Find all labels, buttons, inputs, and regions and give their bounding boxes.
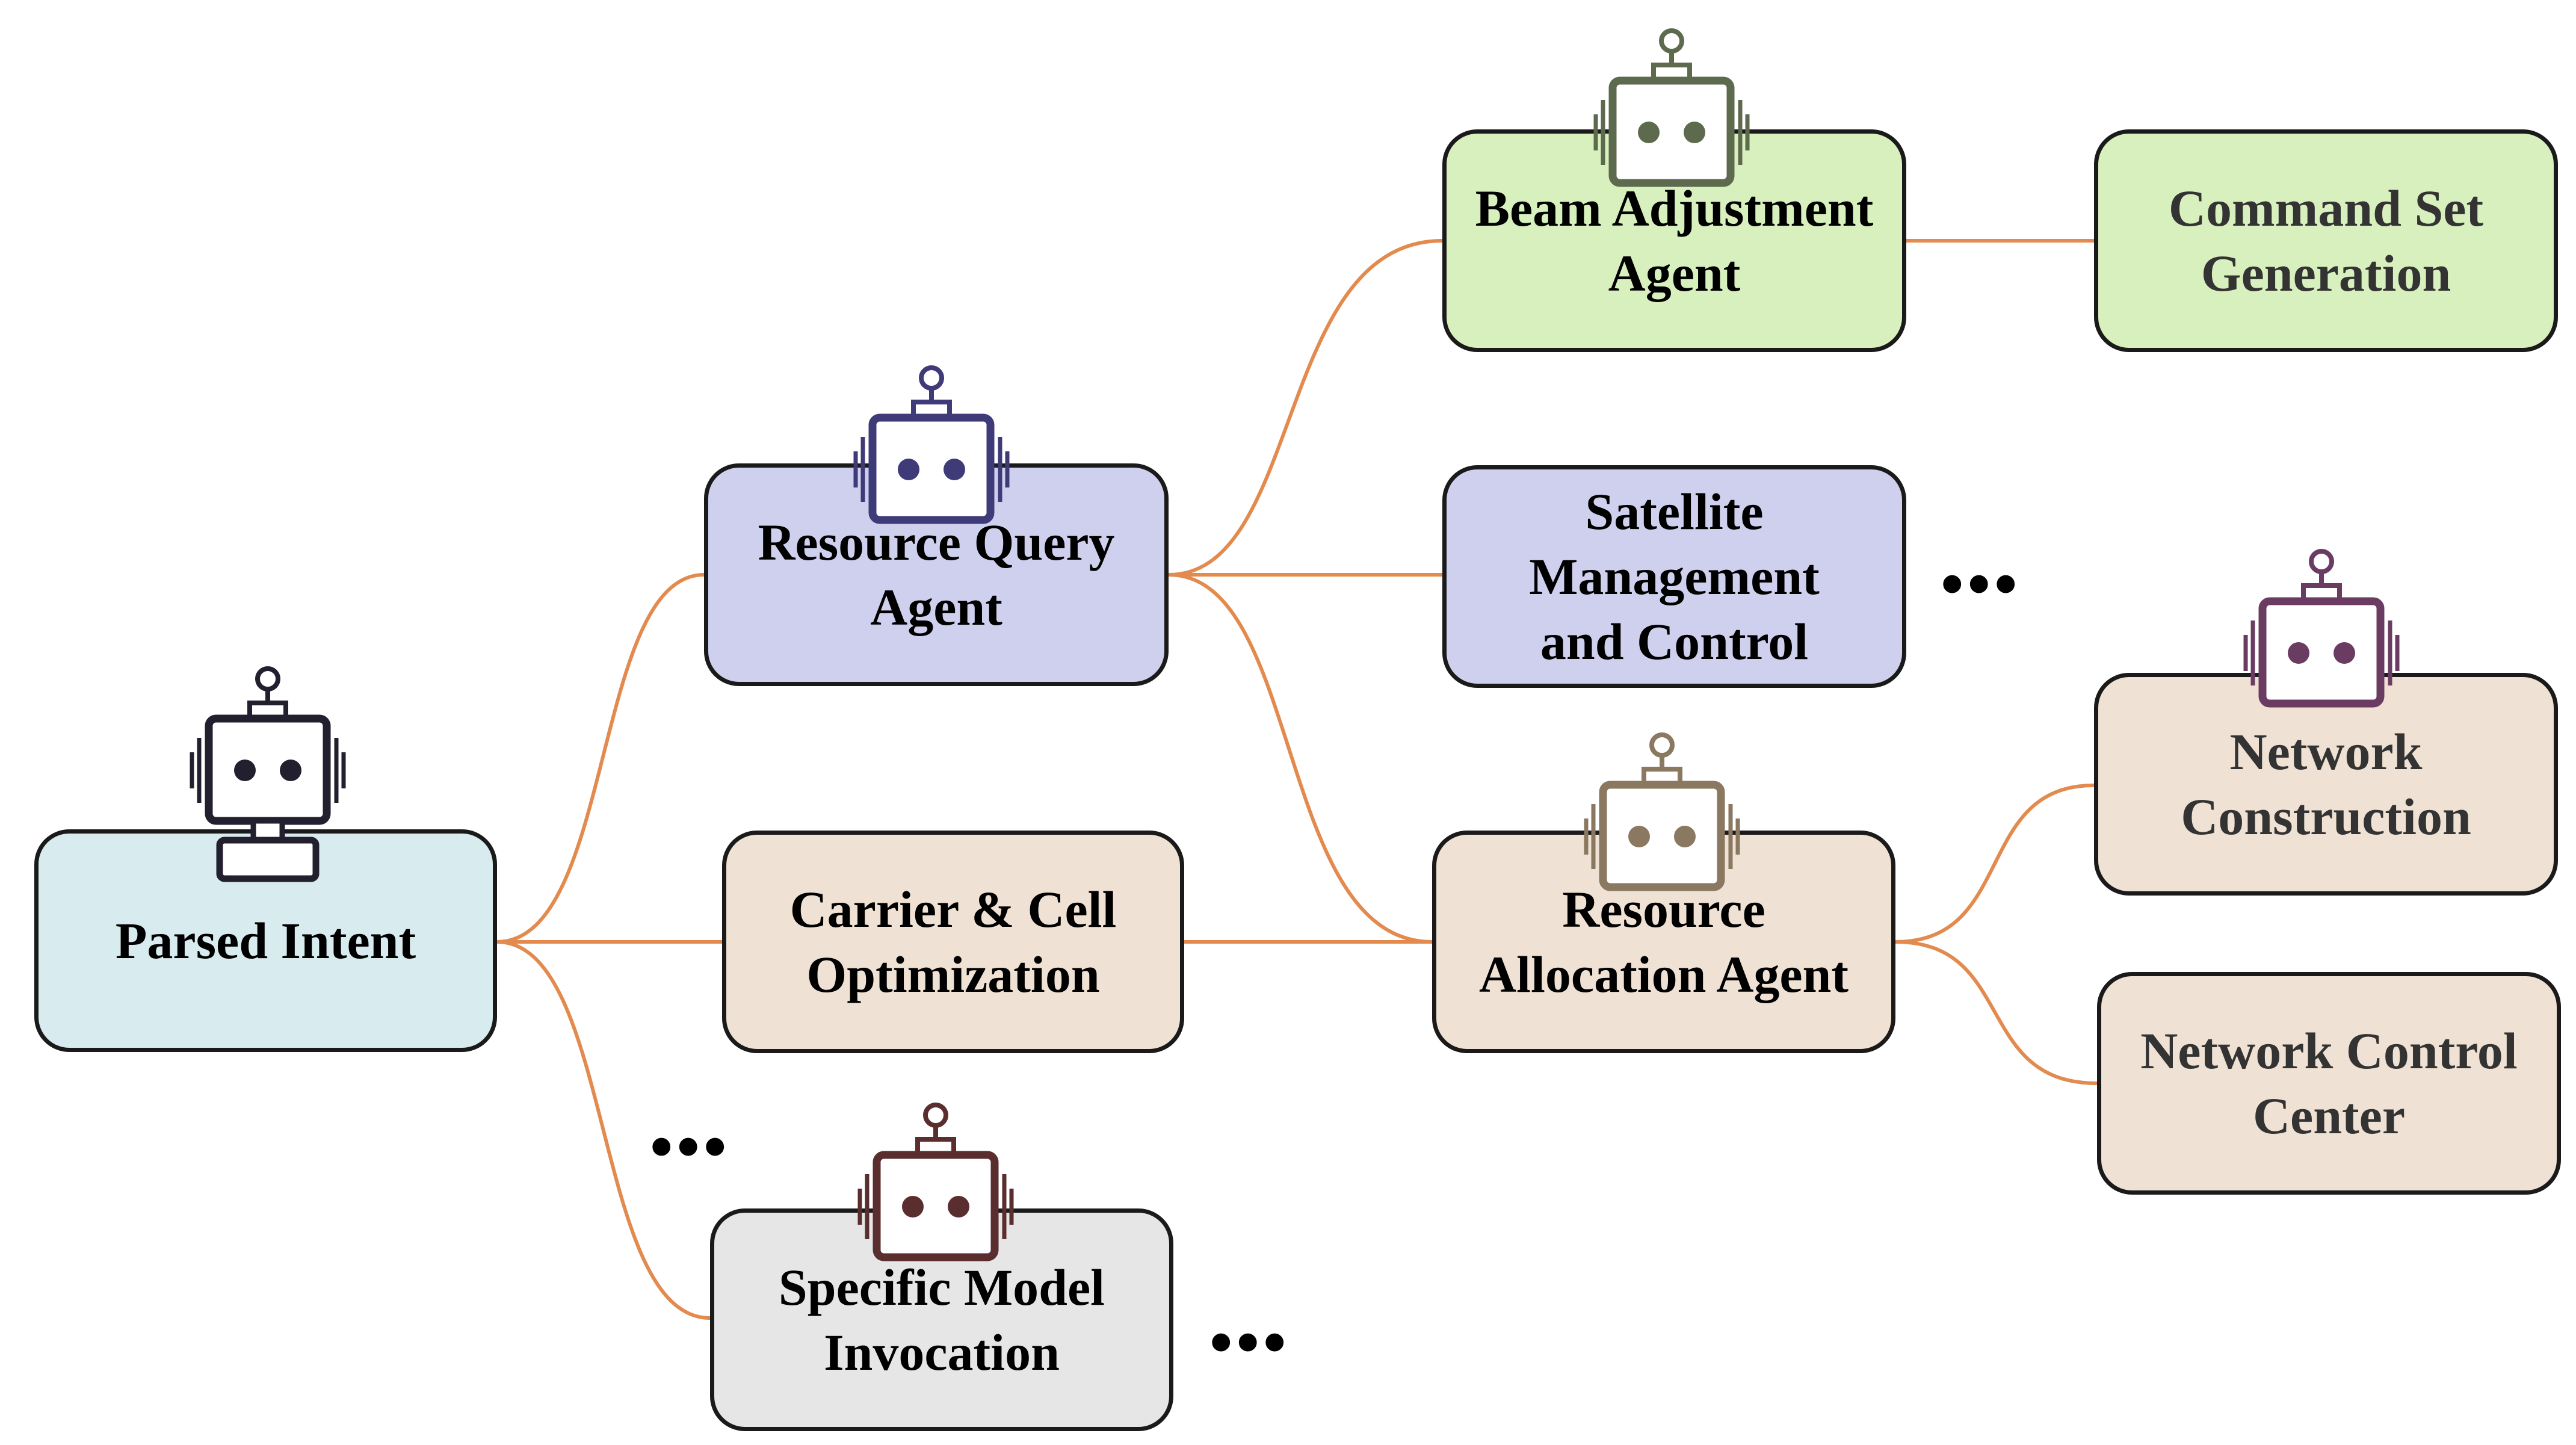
robot-icon <box>190 666 346 882</box>
network-construction-label: Network Construction <box>2181 723 2471 846</box>
robot-icon <box>1584 732 1740 891</box>
satellite-management-control-label: Satellite Management and Control <box>1529 483 1820 670</box>
connector-parsed-to-specific <box>495 940 712 1320</box>
network-control-center-node: Network Control Center <box>2097 972 2561 1195</box>
robot-icon <box>2243 549 2400 708</box>
connector-allocation-to-construction <box>1894 784 2096 944</box>
ellipsis-above-specific-model: ••• <box>650 1110 730 1183</box>
robot-icon <box>857 1103 1014 1261</box>
ellipsis-after-specific-model: ••• <box>1209 1305 1290 1379</box>
beam-adjustment-agent-label: Beam Adjustment Agent <box>1475 179 1874 302</box>
connector-query-to-allocation <box>1167 573 1434 944</box>
ellipsis-after-satellite: ••• <box>1941 547 2021 620</box>
robot-icon <box>853 365 1010 524</box>
resource-allocation-agent-node: Resource Allocation Agent <box>1432 831 1895 1053</box>
connector-allocation-to-control-center <box>1894 940 2099 1085</box>
parsed-intent-label: Parsed Intent <box>115 912 416 970</box>
specific-model-invocation-label: Specific Model Invocation <box>778 1258 1105 1381</box>
command-set-generation-label: Command Set Generation <box>2168 179 2484 302</box>
resource-query-agent-label: Resource Query Agent <box>758 513 1115 636</box>
carrier-cell-optimization-node: Carrier & Cell Optimization <box>722 831 1184 1053</box>
connector-parsed-to-query <box>495 573 706 944</box>
satellite-management-control-node: Satellite Management and Control <box>1442 465 1906 688</box>
command-set-generation-node: Command Set Generation <box>2094 129 2558 352</box>
robot-icon <box>1593 28 1750 187</box>
carrier-cell-optimization-label: Carrier & Cell Optimization <box>789 880 1117 1003</box>
resource-allocation-agent-label: Resource Allocation Agent <box>1479 880 1849 1003</box>
network-control-center-label: Network Control Center <box>2140 1022 2518 1145</box>
connector-query-to-beam <box>1167 239 1444 577</box>
